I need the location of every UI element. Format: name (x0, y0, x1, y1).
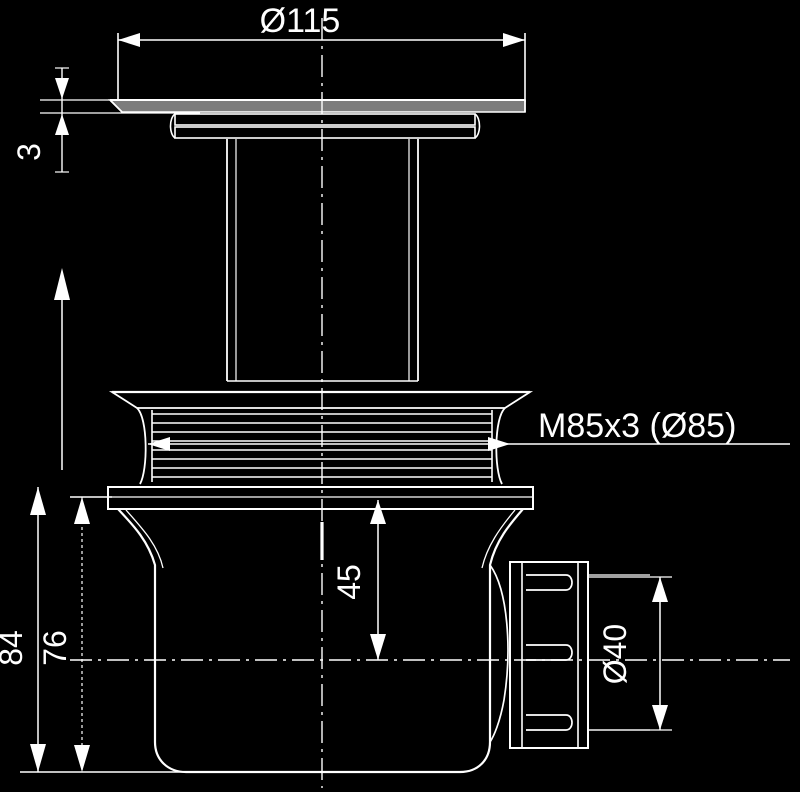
label-outlet-diameter: Ø40 (597, 624, 633, 684)
label-thread-spec: M85x3 (Ø85) (538, 407, 736, 445)
label-body-height: 76 (37, 630, 73, 666)
trap-body (117, 508, 524, 774)
dimension-seal-depth (320, 500, 386, 660)
riser-tube (226, 139, 419, 382)
dimension-body-height (70, 496, 112, 772)
upper-grate-ring (169, 113, 481, 139)
label-cap-thickness: 3 (11, 143, 47, 161)
cover-plate (108, 99, 526, 113)
label-total-height: 84 (0, 630, 29, 666)
dimension-outlet-diameter (588, 576, 672, 731)
thread-callout-leader (148, 437, 790, 451)
label-seal-depth: 45 (331, 564, 367, 600)
dimension-total-height (20, 268, 200, 773)
label-cap-diameter: Ø115 (260, 2, 341, 40)
body-flange (107, 486, 534, 510)
